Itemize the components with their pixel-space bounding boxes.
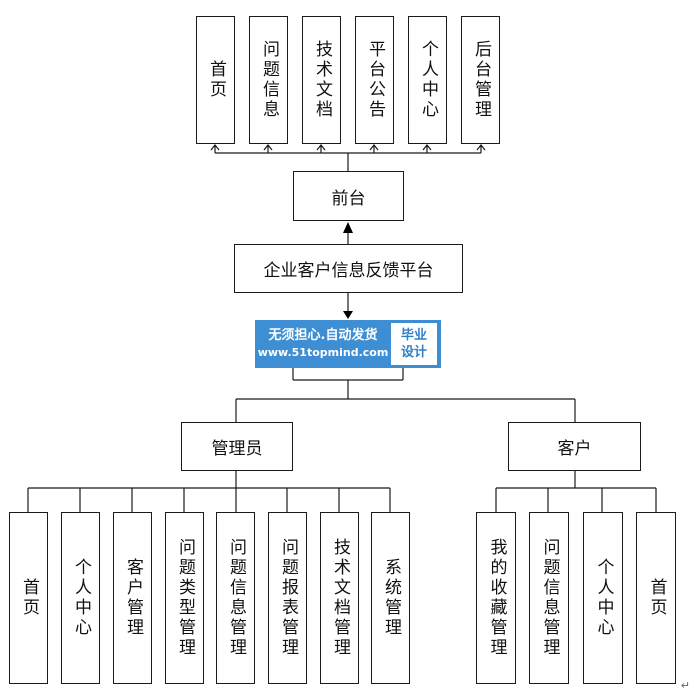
admin-item-personal-center: 个人中心 (61, 512, 100, 684)
front-item-label: 平台公告 (365, 40, 385, 120)
admin-item-label: 问题报表管理 (278, 538, 298, 658)
customer-item-label: 我的收藏管理 (486, 538, 507, 658)
front-node: 前台 (293, 171, 404, 221)
customer-node: 客户 (508, 422, 641, 471)
admin-item-system-mgmt: 系统管理 (371, 512, 410, 684)
admin-item-label: 问题信息管理 (226, 538, 246, 658)
admin-node: 管理员 (181, 422, 293, 471)
watermark-text: 无须担心.自动发货 www.51topmind.com (255, 320, 391, 368)
admin-item-label: 技术文档管理 (330, 538, 350, 658)
watermark-banner: 无须担心.自动发货 www.51topmind.com 毕业 设计 (255, 320, 441, 368)
front-item-personal-center: 个人中心 (408, 16, 447, 144)
watermark-line2: www.51topmind.com (257, 346, 389, 359)
customer-item-label: 问题信息管理 (539, 538, 560, 658)
admin-item-tech-doc-mgmt: 技术文档管理 (320, 512, 359, 684)
admin-item-customer-mgmt: 客户管理 (113, 512, 152, 684)
customer-item-label: 首页 (646, 578, 667, 618)
admin-item-label: 首页 (19, 578, 39, 618)
watermark-badge: 毕业 设计 (391, 323, 437, 365)
front-item-label: 技术文档 (312, 40, 332, 120)
front-item-docs: 技术文档 (302, 16, 341, 144)
admin-item-issue-type-mgmt: 问题类型管理 (165, 512, 204, 684)
front-arrowhead-5 (422, 144, 432, 151)
front-item-label: 个人中心 (418, 40, 438, 120)
front-item-home: 首页 (196, 16, 235, 144)
front-item-label: 问题信息 (259, 40, 279, 120)
admin-item-label: 系统管理 (381, 558, 401, 638)
admin-node-label: 管理员 (211, 439, 263, 459)
paragraph-mark: ↵ (680, 679, 690, 692)
front-arrowhead-1 (210, 144, 220, 151)
customer-item-issue-info-mgmt: 问题信息管理 (529, 512, 569, 684)
front-item-backend: 后台管理 (461, 16, 500, 144)
front-item-announcements: 平台公告 (355, 16, 394, 144)
platform-node: 企业客户信息反馈平台 (234, 244, 463, 293)
front-arrowhead-3 (316, 144, 326, 151)
admin-item-issue-report-mgmt: 问题报表管理 (268, 512, 307, 684)
customer-item-home: 首页 (636, 512, 676, 684)
front-node-label: 前台 (331, 188, 366, 209)
admin-item-home: 首页 (9, 512, 48, 684)
front-arrowhead-6 (476, 144, 486, 151)
arrow-down-to-banner (343, 311, 353, 319)
watermark-line1: 无须担心.自动发货 (268, 328, 378, 343)
front-item-label: 后台管理 (471, 40, 491, 120)
front-item-issues: 问题信息 (249, 16, 288, 144)
front-arrowhead-4 (369, 144, 379, 151)
front-item-label: 首页 (206, 60, 226, 100)
front-arrowhead-2 (263, 144, 273, 151)
admin-item-label: 客户管理 (123, 558, 143, 638)
platform-node-label: 企业客户信息反馈平台 (263, 261, 434, 281)
admin-item-issue-info-mgmt: 问题信息管理 (216, 512, 255, 684)
customer-item-personal-center: 个人中心 (583, 512, 623, 684)
customer-item-label: 个人中心 (593, 558, 614, 638)
customer-node-label: 客户 (557, 439, 592, 459)
arrow-up-to-front (343, 222, 353, 233)
watermark-badge-line2: 设计 (400, 345, 427, 360)
admin-item-label: 个人中心 (71, 558, 91, 638)
admin-item-label: 问题类型管理 (175, 538, 195, 658)
customer-item-favorites-mgmt: 我的收藏管理 (476, 512, 516, 684)
watermark-badge-line1: 毕业 (400, 328, 427, 343)
